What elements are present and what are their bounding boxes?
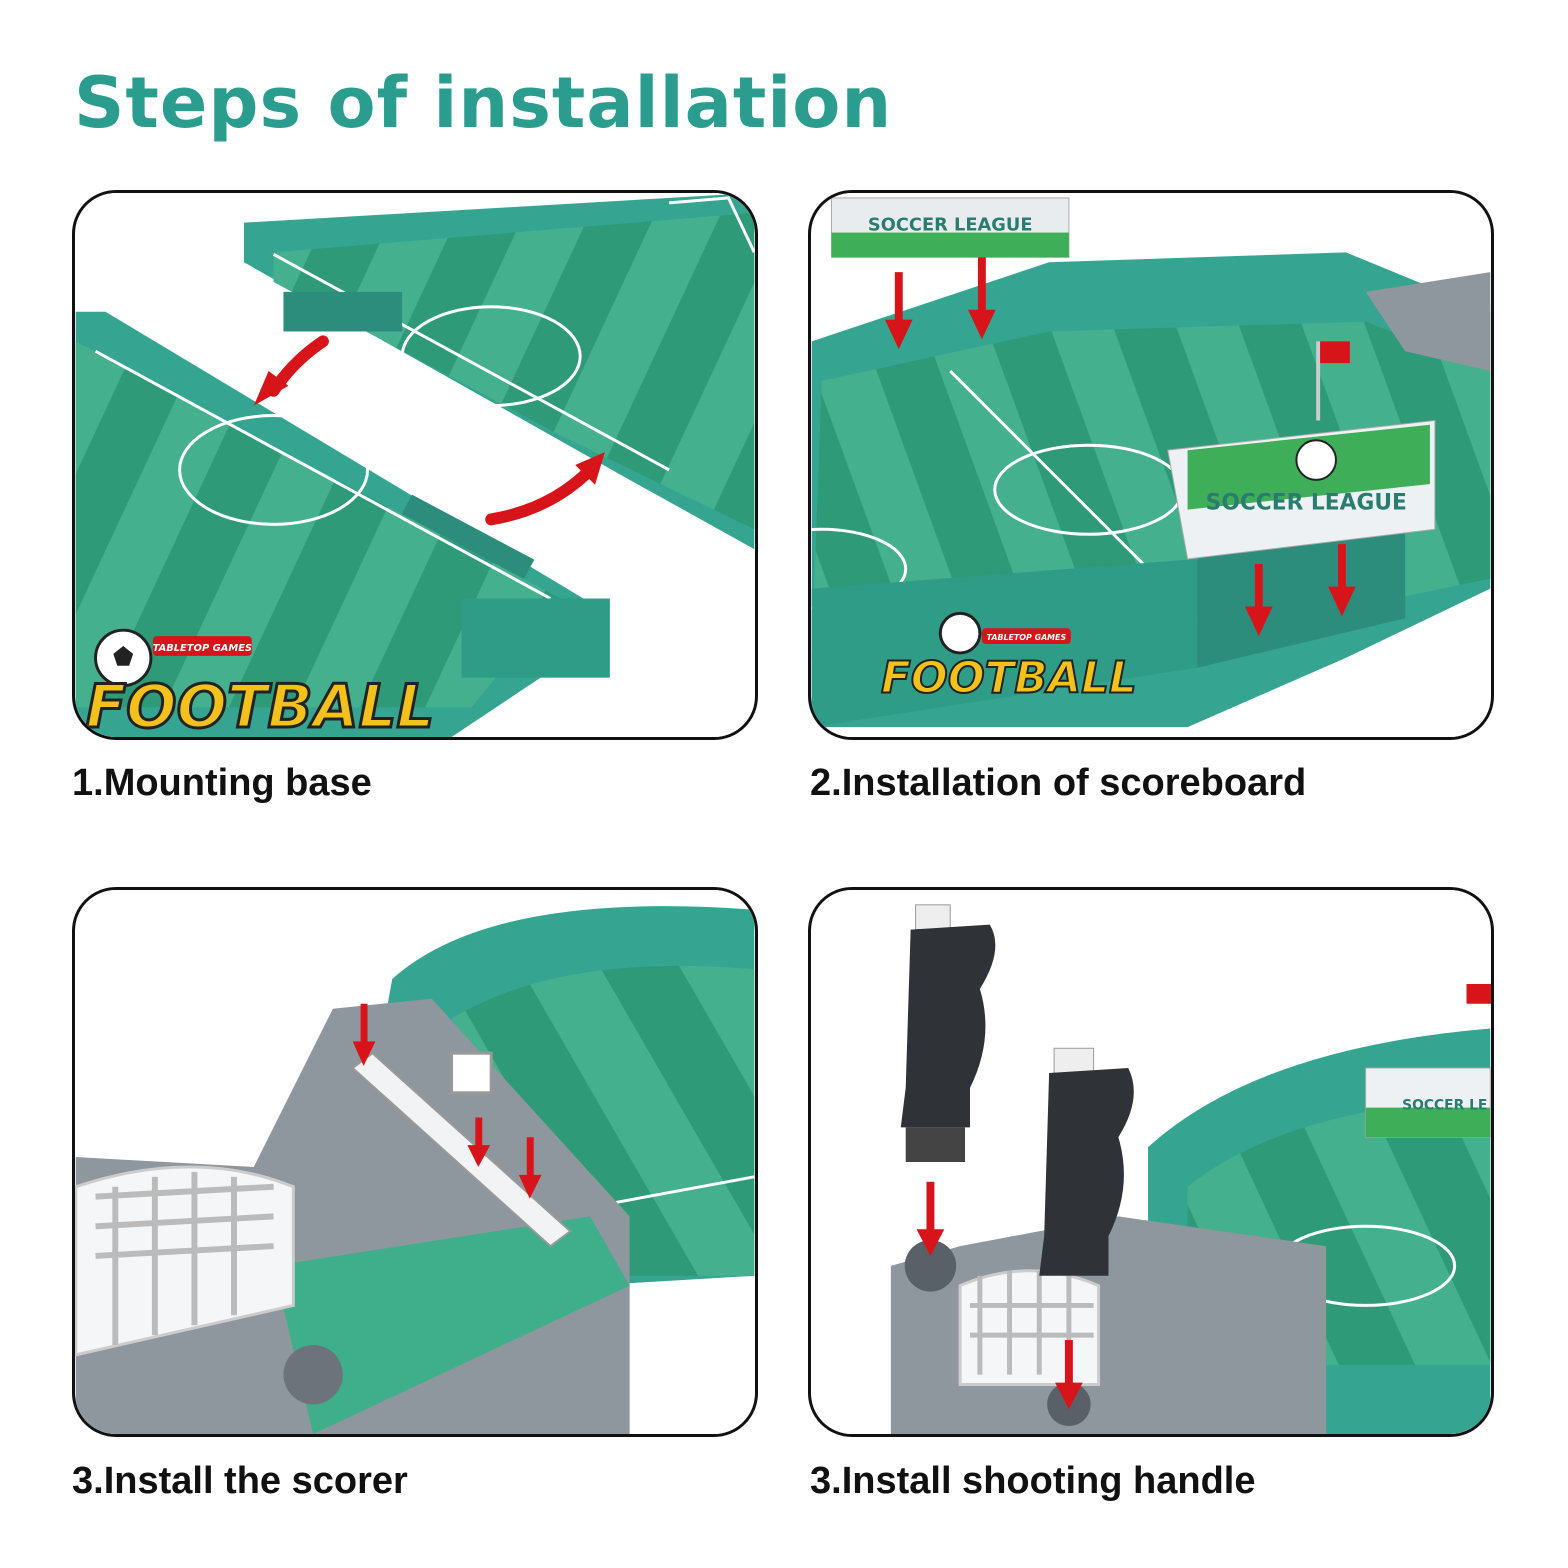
pitch-half-lower <box>75 311 610 737</box>
goal-frame <box>1365 272 1491 372</box>
flag-icon <box>1320 341 1350 364</box>
logo-sublabel: TABLETOP GAMES <box>987 633 1067 642</box>
logo-text: FOOTBALL <box>881 653 1137 703</box>
step-4-image: SOCCER LE <box>808 887 1494 1437</box>
shooting-handle-right <box>1039 1047 1134 1276</box>
football-logo: TABLETOP GAMES FOOTBALL <box>880 611 1138 704</box>
logo-text: FOOTBALL <box>86 672 435 737</box>
step-3-image <box>72 887 758 1437</box>
step-3-caption: 3.Install the scorer <box>72 1460 408 1502</box>
goal-net <box>958 1269 1101 1387</box>
logo-sublabel: TABLETOP GAMES <box>153 643 252 654</box>
down-arrows <box>916 1181 1083 1410</box>
goal-base <box>890 1216 1327 1434</box>
rotate-arrow-right <box>485 464 597 526</box>
page-title: Steps of installation <box>74 62 893 144</box>
scoreboard-top: SOCCER LEAGUE <box>831 197 1070 258</box>
soccer-ball-icon <box>938 611 982 655</box>
scoreboard-text: SOCCER LEAGUE <box>868 215 1033 236</box>
scoreboard-text: SOCCER LE <box>1402 1098 1487 1114</box>
football-logo: TABLETOP GAMES FOOTBALL <box>84 628 436 737</box>
scoreboard-right: SOCCER LEAGUE <box>1167 341 1436 560</box>
scoreboard-right: SOCCER LE <box>1365 983 1491 1138</box>
arrowhead-left <box>253 371 289 406</box>
step-4-caption: 3.Install shooting handle <box>810 1460 1256 1502</box>
soccer-ball-icon <box>1295 439 1337 481</box>
step-2-image: SOCCER LEAGUE SOCCER LEAGUE <box>808 190 1494 740</box>
down-arrows-bottom <box>1244 544 1356 637</box>
goal-net <box>75 1165 295 1357</box>
step-1-caption: 1.Mounting base <box>72 762 372 804</box>
down-arrows-top <box>884 257 996 350</box>
pitch-half-upper <box>243 193 755 550</box>
flag-icon <box>1466 983 1491 1004</box>
step-2-caption: 2.Installation of scoreboard <box>810 762 1307 804</box>
down-arrows <box>352 1003 542 1199</box>
step-1-image: TABLETOP GAMES FOOTBALL <box>72 190 758 740</box>
scorer-piece <box>283 1051 572 1405</box>
shooting-handle-left <box>900 904 996 1162</box>
scoreboard-text: SOCCER LEAGUE <box>1206 491 1407 516</box>
